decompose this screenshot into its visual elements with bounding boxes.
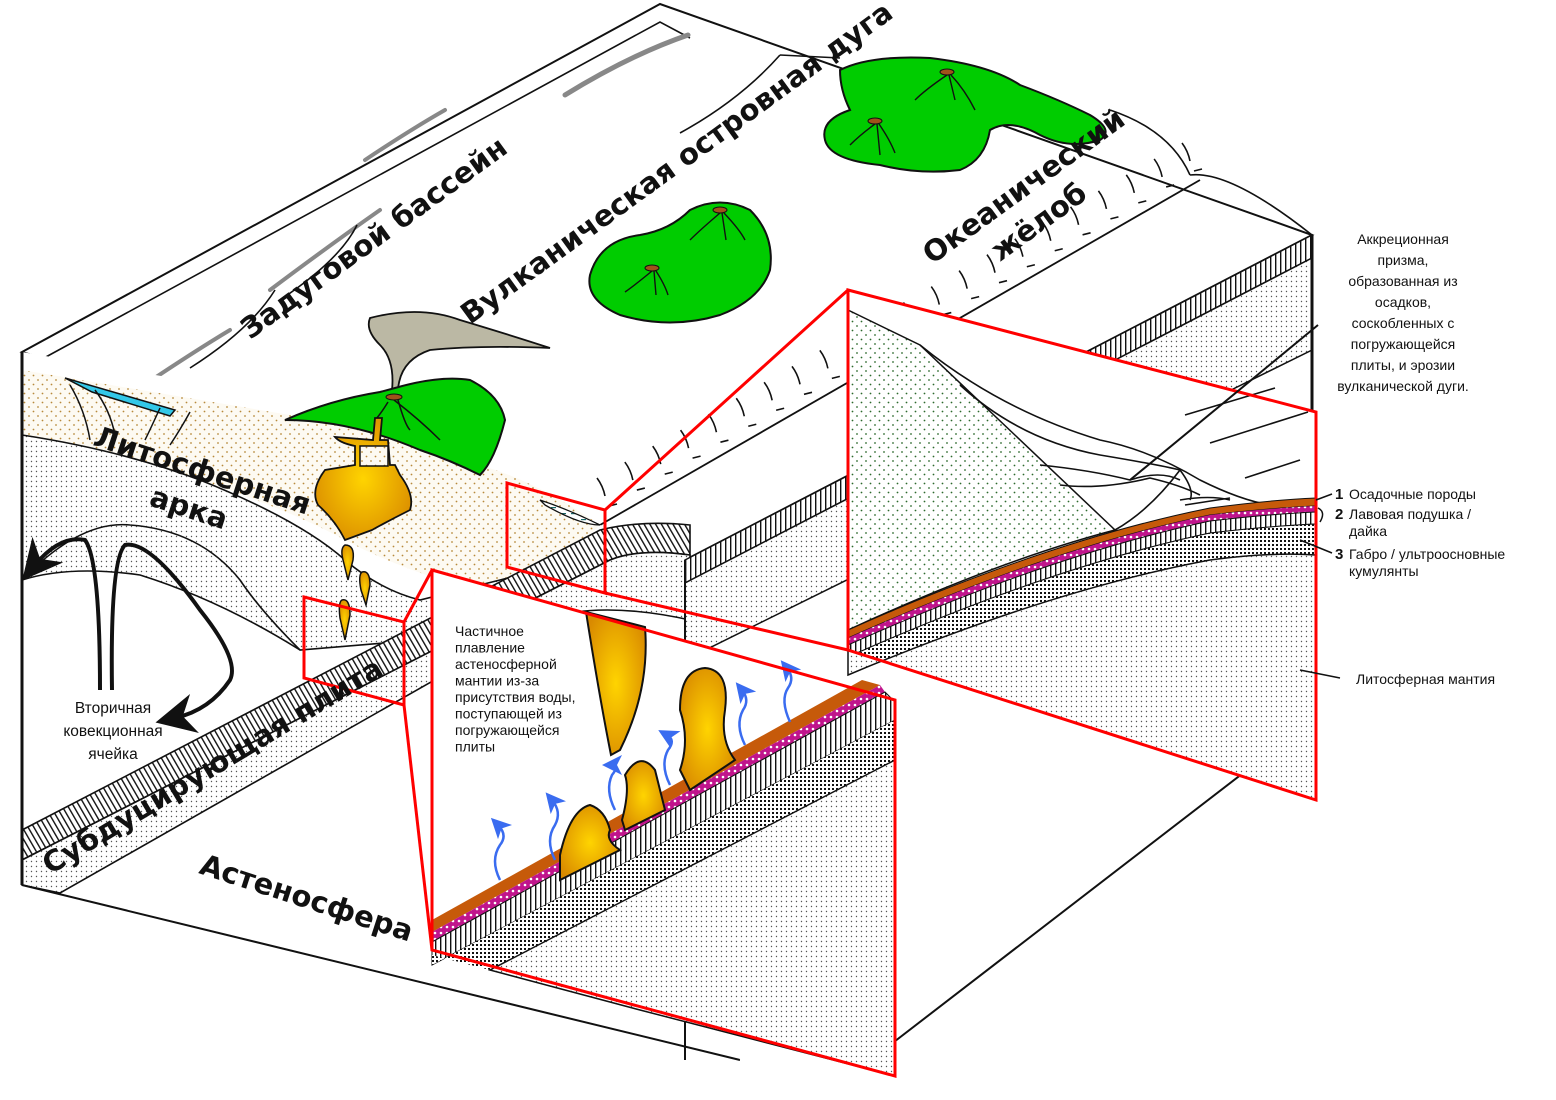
crust-layer-number: 3 [1335, 546, 1343, 563]
trench-dash [1110, 216, 1119, 220]
crust-layer-number: 1 [1335, 486, 1343, 503]
trench-hachure [624, 461, 634, 481]
label-lithospheric-mantle: Литосферная мантия [1356, 671, 1495, 687]
svg-text:Вторичная: Вторичная [75, 700, 151, 717]
trench-hachure [930, 286, 941, 305]
trench-hachure [1125, 174, 1136, 194]
svg-text:ковекционная: ковекционная [63, 723, 162, 740]
crust-layer-label: дайка [1349, 523, 1387, 539]
noteMelt-line: астеносферной [455, 656, 557, 672]
notePrism-line: призма, [1378, 252, 1429, 268]
notePrism-line: Аккреционная [1357, 231, 1449, 247]
trench-hachure [596, 477, 606, 497]
trench-dash [831, 375, 841, 380]
trench-dash [692, 455, 701, 459]
crust-layer-legend: 1 Осадочные породы 2 Лавовая подушка /дайка… [1335, 486, 1505, 579]
trench-hachure [1097, 190, 1108, 210]
trench-dash [1165, 184, 1175, 188]
trench-hachure [735, 397, 746, 417]
notePrism-line: плиты, и эрозии [1351, 357, 1455, 373]
noteMelt-line: погружающейся [455, 722, 559, 738]
trench-dash [803, 391, 813, 396]
zoom-connectors [402, 288, 850, 951]
trench-wedge-front [539, 499, 601, 526]
crust-layer-label: Габро / ультроосновные [1349, 546, 1505, 562]
trench-hachure [652, 445, 662, 465]
label-convection-cell: Вторичная ковекционная ячейка [63, 700, 162, 763]
noteMelt-line: присутствия воды, [455, 689, 575, 705]
notePrism-line: образованная из [1348, 273, 1457, 289]
trench-dash [748, 423, 757, 428]
arc-volcano [284, 311, 551, 641]
trench-dash [1193, 168, 1203, 172]
note-accretionary-prism: Аккреционная призма, образованная из осадко… [1337, 231, 1469, 394]
noteMelt-line: плавление [455, 640, 525, 656]
convection-cell-arrows [22, 536, 234, 734]
trench-hachure [1014, 238, 1024, 257]
trench-hachure [1042, 222, 1052, 241]
inset-partial-melting [430, 568, 897, 1078]
trench-dash [775, 407, 785, 412]
notePrism-line: погружающейся [1351, 336, 1455, 352]
trench-hachure [1181, 142, 1191, 162]
trench-hachure [1153, 158, 1163, 178]
trench-dash [1082, 232, 1091, 236]
island-arc-islands [588, 56, 1107, 324]
trench-dash [636, 487, 646, 491]
crust-layer-number: 2 [1335, 506, 1343, 523]
trench-hachure [791, 365, 801, 385]
noteMelt-line: поступающей из [455, 706, 562, 722]
trench-dash [1054, 247, 1063, 252]
notePrism-line: осадков, [1375, 294, 1431, 310]
trench-dash [998, 279, 1008, 284]
trench-hachure [763, 381, 773, 401]
crust-layer-label: Лавовая подушка / [1349, 506, 1471, 522]
inset-accretionary-prism [846, 288, 1341, 803]
trench-dash [664, 471, 673, 475]
trench-dash [720, 439, 729, 443]
trench-dash [1138, 200, 1147, 204]
noteMelt-line: Частичное [455, 623, 524, 639]
noteMelt-line: плиты [455, 739, 495, 755]
crust-layer-label: Осадочные породы [1349, 486, 1476, 502]
trench-dash [1026, 263, 1036, 268]
trench-hachure [1069, 206, 1080, 225]
notePrism-line: соскобленных с [1352, 315, 1455, 331]
notePrism-line: вулканической дуги. [1337, 378, 1469, 394]
trench-hachure [958, 270, 968, 289]
noteMelt-line: мантии из-за [455, 673, 539, 689]
crust-layer-label: кумулянты [1349, 563, 1419, 579]
svg-text:ячейка: ячейка [88, 746, 138, 763]
trench-hachure [819, 349, 829, 369]
trench-dash [970, 295, 980, 300]
trench-hachure [986, 254, 996, 273]
